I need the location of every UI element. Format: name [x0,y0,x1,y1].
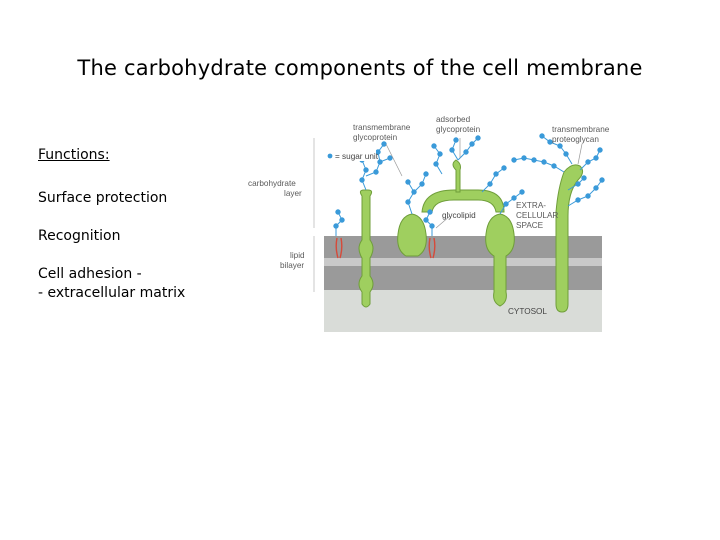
label-transmembrane-glycoprotein-1: transmembrane [353,123,411,132]
bilayer-core [324,258,602,266]
label-carbohydrate-layer-2: layer [284,189,302,198]
function-item-surface-protection: Surface protection [38,190,168,206]
label-sugar-unit: = sugar unit [335,152,379,161]
label-transmembrane-proteoglycan-2: proteoglycan [552,135,599,144]
membrane-diagram-svg: transmembrane glycoprotein adsorbed glyc… [248,116,610,332]
label-lipid-bilayer-2: bilayer [280,261,304,270]
lipid-tails-right [428,237,436,259]
label-cytosol: CYTOSOL [508,307,547,316]
functions-heading: Functions: [38,147,110,163]
label-extracellular-2: CELLULAR [516,211,558,220]
label-extracellular-3: SPACE [516,221,544,230]
label-lipid-bilayer-1: lipid [290,251,305,260]
sugar-chains [333,133,605,236]
function-item-cell-adhesion: Cell adhesion - [38,266,142,282]
lipid-tails-left [335,237,343,259]
transmembrane-proteoglycan [555,164,584,313]
label-glycolipid: glycolipid [442,211,476,220]
label-extracellular-1: EXTRA- [516,201,546,210]
glycolipid-bulb-left [397,213,427,257]
transmembrane-glycoprotein-right [485,213,515,307]
slide-title: The carbohydrate components of the cell … [77,56,643,80]
membrane-diagram: transmembrane glycoprotein adsorbed glyc… [246,116,636,336]
function-item-recognition: Recognition [38,228,121,244]
sugar-unit-legend [326,150,376,161]
label-adsorbed-2: glycoprotein [436,125,481,134]
pointer-lines [385,138,583,229]
adsorbed-glycoprotein [421,159,505,213]
label-adsorbed-1: adsorbed [436,116,471,124]
outer-leaflet [324,236,602,258]
function-item-extracellular-matrix: - extracellular matrix [38,285,186,301]
label-transmembrane-proteoglycan-1: transmembrane [552,125,610,134]
transmembrane-glycoprotein [358,189,374,308]
functions-list: Functions: Surface protection Recognitio… [38,146,278,303]
label-transmembrane-glycoprotein-2: glycoprotein [353,133,398,142]
label-carbohydrate-layer-1: carbohydrate [248,179,296,188]
